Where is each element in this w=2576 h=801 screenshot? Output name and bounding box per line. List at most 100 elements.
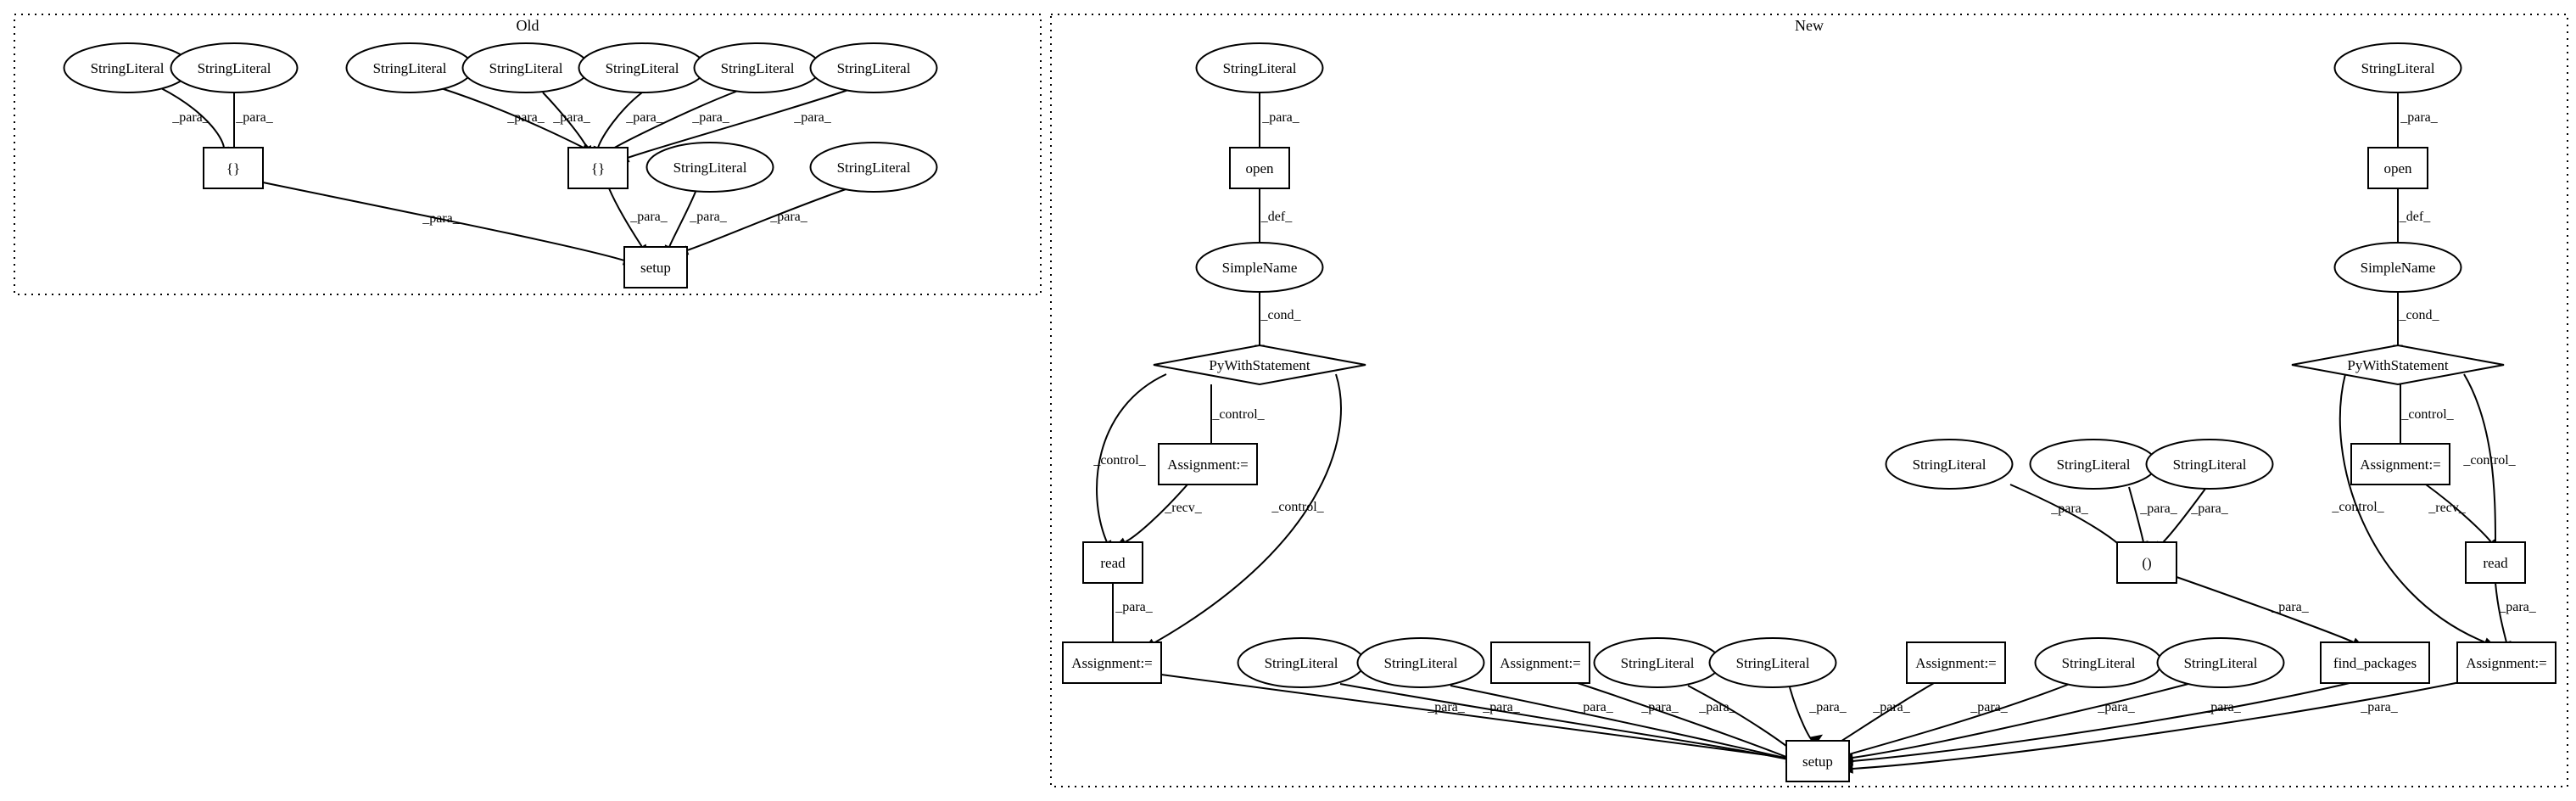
node-label: Assignment:= bbox=[1915, 655, 1997, 671]
node-assignment[interactable]: Assignment:= bbox=[1158, 443, 1258, 485]
node-braces[interactable]: {} bbox=[567, 147, 629, 189]
edge-label: _para_ bbox=[629, 210, 668, 224]
node-label: StringLiteral bbox=[721, 60, 795, 76]
edge-label: _recv_ bbox=[2428, 501, 2467, 515]
ellipse-shape bbox=[2156, 637, 2285, 688]
node-label: open bbox=[2383, 160, 2412, 176]
node-stringliteral[interactable]: StringLiteral bbox=[461, 42, 590, 93]
node-simplename[interactable]: SimpleName bbox=[2333, 242, 2462, 293]
edge-line bbox=[160, 87, 225, 148]
edge-line bbox=[1848, 683, 2070, 755]
node-label: read bbox=[1100, 555, 1126, 571]
box-shape bbox=[1082, 541, 1143, 584]
cluster-label: Old bbox=[517, 17, 539, 34]
node-stringliteral[interactable]: StringLiteral bbox=[2333, 42, 2462, 93]
node-stringliteral[interactable]: StringLiteral bbox=[1885, 439, 2014, 490]
edge-label: _para_ bbox=[769, 210, 808, 224]
node-stringliteral[interactable]: StringLiteral bbox=[809, 142, 938, 193]
node-stringliteral[interactable]: StringLiteral bbox=[1593, 637, 1722, 688]
node-label: {} bbox=[591, 160, 605, 176]
node-label: setup bbox=[1802, 753, 1833, 770]
ellipse-shape bbox=[809, 42, 938, 93]
node-label: StringLiteral bbox=[1736, 655, 1810, 671]
node-stringliteral[interactable]: StringLiteral bbox=[2145, 439, 2274, 490]
node-label: StringLiteral bbox=[2184, 655, 2258, 671]
edge-line bbox=[2160, 488, 2206, 546]
node-stringliteral[interactable]: StringLiteral bbox=[63, 42, 192, 93]
box-shape bbox=[2465, 541, 2526, 584]
box-shape bbox=[203, 147, 264, 189]
node-stringliteral[interactable]: StringLiteral bbox=[809, 42, 938, 93]
node-stringliteral[interactable]: StringLiteral bbox=[2156, 637, 2285, 688]
node-assignment[interactable]: Assignment:= bbox=[1906, 641, 2006, 684]
edge-line bbox=[1124, 484, 1188, 543]
node-assignment[interactable]: Assignment:= bbox=[1062, 641, 1162, 684]
node-stringliteral[interactable]: StringLiteral bbox=[2034, 637, 2163, 688]
node-label: PyWithStatement bbox=[2347, 357, 2449, 373]
edge-label: _recv_ bbox=[1164, 501, 1203, 515]
node-assignment[interactable]: Assignment:= bbox=[2456, 641, 2556, 684]
node-read[interactable]: read bbox=[1082, 541, 1143, 584]
node-label: StringLiteral bbox=[91, 60, 165, 76]
node-braces[interactable]: () bbox=[2116, 541, 2177, 584]
cluster-border bbox=[14, 14, 1042, 295]
edge-label: _para_ bbox=[2050, 501, 2089, 516]
cluster-new: New bbox=[1050, 14, 2568, 787]
node-open[interactable]: open bbox=[1229, 147, 1290, 189]
node-pywithstatement[interactable]: PyWithStatement bbox=[1153, 344, 1366, 386]
node-stringliteral[interactable]: StringLiteral bbox=[170, 42, 299, 93]
edge-label: _def_ bbox=[1260, 210, 1293, 224]
node-label: {} bbox=[226, 160, 240, 176]
node-pywithstatement[interactable]: PyWithStatement bbox=[2291, 344, 2505, 386]
node-assignment[interactable]: Assignment:= bbox=[1490, 641, 1590, 684]
diamond-shape bbox=[2291, 344, 2505, 386]
node-setup[interactable]: setup bbox=[1785, 740, 1850, 782]
edge-line bbox=[2425, 484, 2492, 543]
node-open[interactable]: open bbox=[2367, 147, 2428, 189]
edge-line bbox=[2495, 582, 2507, 643]
node-assignment[interactable]: Assignment:= bbox=[2350, 443, 2450, 485]
edge-label: _para_ bbox=[1640, 700, 1679, 714]
node-braces[interactable]: {} bbox=[203, 147, 264, 189]
edge-label: _para_ bbox=[2271, 600, 2310, 614]
node-label: Assignment:= bbox=[1167, 457, 1249, 473]
node-stringliteral[interactable]: StringLiteral bbox=[1237, 637, 1366, 688]
node-find-packages[interactable]: find_packages bbox=[2320, 641, 2430, 684]
edge-label: _control_ bbox=[2462, 453, 2516, 468]
edge-label: _para_ bbox=[552, 110, 591, 125]
edge-line bbox=[1160, 674, 1787, 759]
node-stringliteral[interactable]: StringLiteral bbox=[693, 42, 822, 93]
box-shape bbox=[623, 246, 688, 288]
box-shape bbox=[1158, 443, 1258, 485]
node-label: StringLiteral bbox=[373, 60, 447, 76]
ellipse-shape bbox=[1708, 637, 1837, 688]
node-simplename[interactable]: SimpleName bbox=[1195, 242, 1324, 293]
edge-line bbox=[1827, 682, 1935, 750]
edge-n_sl6-to-n_setup: _para_ bbox=[1339, 683, 1799, 765]
edge-line bbox=[1153, 373, 1342, 644]
edge-line bbox=[686, 188, 849, 251]
node-read[interactable]: read bbox=[2465, 541, 2526, 584]
node-stringliteral[interactable]: StringLiteral bbox=[1195, 42, 1324, 93]
box-shape bbox=[2350, 443, 2450, 485]
node-setup[interactable]: setup bbox=[623, 246, 688, 288]
edge-n_pw2-to-n_read2: _control_ bbox=[2462, 373, 2517, 554]
node-stringliteral[interactable]: StringLiteral bbox=[1708, 637, 1837, 688]
edge-n_as3-to-n_read2: _recv_ bbox=[2425, 484, 2499, 552]
ellipse-shape bbox=[809, 142, 938, 193]
edge-line bbox=[1450, 685, 1792, 760]
node-stringliteral[interactable]: StringLiteral bbox=[578, 42, 707, 93]
edge-label: _para_ bbox=[625, 110, 664, 125]
edge-line bbox=[597, 92, 643, 148]
edge-n_as1-to-n_read1: _recv_ bbox=[1115, 484, 1203, 547]
edge-n_sl3-to-n_paren: _para_ bbox=[2009, 484, 2132, 562]
node-stringliteral[interactable]: StringLiteral bbox=[645, 142, 774, 193]
node-stringliteral[interactable]: StringLiteral bbox=[345, 42, 474, 93]
node-stringliteral[interactable]: StringLiteral bbox=[2029, 439, 2158, 490]
edge-label: _para_ bbox=[1698, 700, 1737, 714]
node-stringliteral[interactable]: StringLiteral bbox=[1356, 637, 1485, 688]
node-label: read bbox=[2483, 555, 2508, 571]
box-shape bbox=[1062, 641, 1162, 684]
edge-line bbox=[2009, 484, 2126, 552]
